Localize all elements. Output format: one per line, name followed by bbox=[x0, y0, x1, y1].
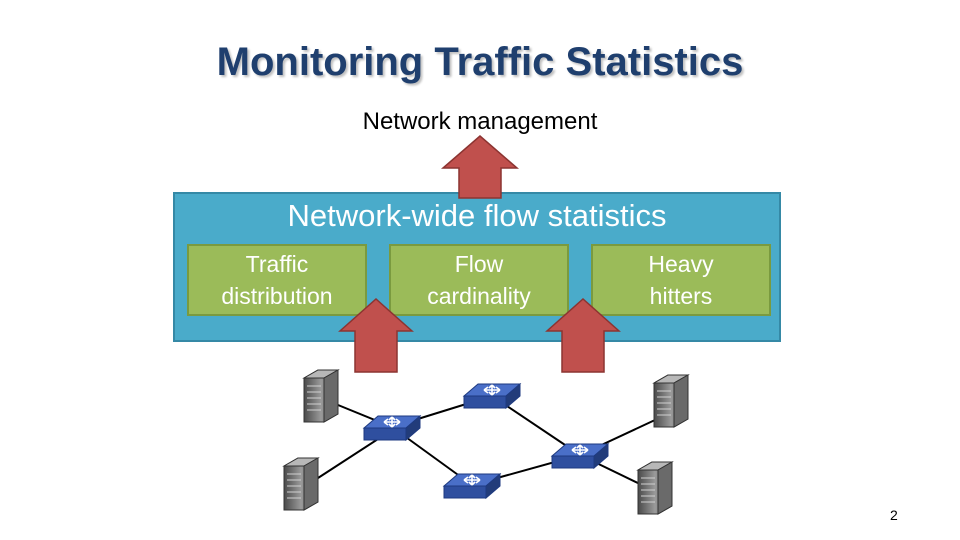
flow-cardinality-box: Flow cardinality bbox=[389, 244, 569, 316]
server-icon bbox=[283, 457, 319, 511]
flow-statistics-label: Network-wide flow statistics bbox=[287, 198, 667, 233]
slide-title: Monitoring Traffic Statistics bbox=[216, 40, 744, 84]
network-management-label: Network management bbox=[362, 108, 598, 135]
heavy-hitters-label: Heavy hitters bbox=[648, 251, 714, 309]
server-icon bbox=[637, 461, 673, 515]
page-number: 2 bbox=[890, 507, 898, 523]
server-icon bbox=[653, 374, 689, 428]
traffic-distribution-label: Traffic distribution bbox=[221, 251, 333, 309]
heavy-hitters-box: Heavy hitters bbox=[591, 244, 771, 316]
switch-icon bbox=[463, 383, 521, 409]
up-arrow-icon bbox=[338, 297, 414, 373]
up-arrow-icon bbox=[545, 297, 621, 373]
up-arrow-icon bbox=[440, 135, 520, 199]
flow-cardinality-label: Flow cardinality bbox=[427, 251, 531, 309]
server-icon bbox=[303, 369, 339, 423]
switch-icon bbox=[443, 473, 501, 499]
traffic-distribution-box: Traffic distribution bbox=[187, 244, 367, 316]
